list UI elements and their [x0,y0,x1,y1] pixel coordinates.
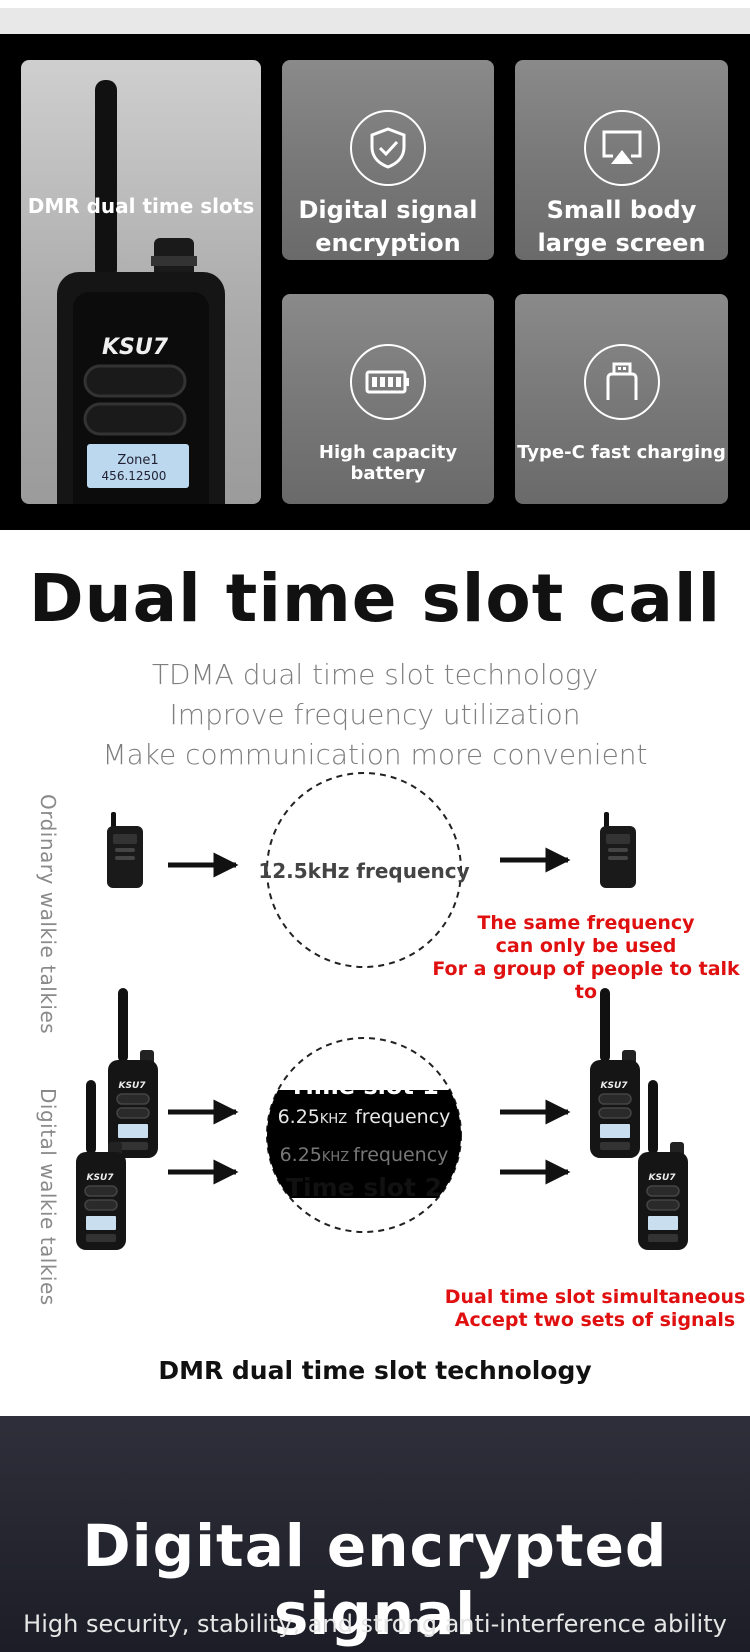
dual-slot-title: Dual time slot call [28,560,722,637]
digital-radio-right-top [589,987,641,1159]
shield-icon [350,110,426,186]
dual-subtitle-2: Improve frequency utilization [169,698,581,731]
screen-label-1: Small body [546,196,697,224]
ordinary-radio-left [107,812,143,888]
ordinary-frequency-text: 12.5kHz frequency [258,859,469,883]
digital-note: Dual time slot simultaneous Accept two s… [440,1286,750,1332]
top-gray-band [0,8,750,34]
digital-note-line-2: Accept two sets of signals [454,1309,736,1331]
ordinary-walkie-label: Ordinary walkie talkies [36,794,60,1035]
encrypted-subtitle: High security, stability, and strong ant… [23,1610,727,1638]
digital-walkie-label: Digital walkie talkies [36,1088,60,1306]
encryption-label-1: Digital signal [298,196,478,224]
slot-diagram: KSU7 12.5kHz frequency Time slot 1 6.25K… [75,772,689,1251]
radio-screen-line1: Zone1 [117,453,158,468]
dual-subtitle-1: TDMA dual time slot technology [151,658,599,691]
screen-tile: Small body large screen [515,60,728,260]
top-strip [0,0,750,34]
dmr-dual-time-slots-label: DMR dual time slots [27,194,255,218]
ordinary-note-line-2: can only be used [495,935,677,957]
time-slot-1-title: Time slot 1 [289,1072,439,1100]
radio-brand-text: KSU7 [102,335,169,360]
encryption-tile: Digital signal encryption [282,60,494,260]
dual-slot-section: Dual time slot call TDMA dual time slot … [0,530,750,1416]
encrypted-title: Digital encrypted signal [82,1512,668,1648]
battery-tile: High capacity battery [282,294,494,504]
radio-feature-tile: KSU7 Zone1 456.12500 DMR dual time slots [21,60,261,504]
feature-section: KSU7 Zone1 456.12500 DMR dual time slots… [0,34,750,530]
encryption-label-2: encryption [315,229,461,257]
ordinary-note-line-1: The same frequency [477,912,695,934]
typec-tile: Type-C fast charging [515,294,728,504]
digital-note-line-1: Dual time slot simultaneous [444,1286,746,1308]
walkie-talkie-image: KSU7 Zone1 456.12500 [57,80,225,504]
battery-icon [350,344,426,420]
encrypted-signal-section: Digital encrypted signal High security, … [0,1416,750,1652]
time-slot-2-title: Time slot 2 [286,1173,442,1202]
dual-subtitle-3: Make communication more convenient [102,738,648,771]
dmr-technology-caption: DMR dual time slot technology [158,1356,592,1385]
digital-radio-left-top [107,987,159,1159]
usb-c-icon [583,344,660,420]
digital-radio-right-bottom [637,1079,689,1251]
ordinary-note-line-3: For a group of people to talk to [432,958,740,1003]
screen-cast-icon [583,110,660,186]
screen-label-2: large screen [537,229,706,257]
ordinary-radio-right [600,812,636,888]
ordinary-frequency-circle [266,772,462,968]
typec-label: Type-C fast charging [517,442,726,463]
radio-screen-line2: 456.12500 [102,469,167,483]
battery-label: High capacity battery [318,442,458,484]
time-slot-1-half [267,1090,461,1198]
ordinary-note: The same frequency can only be used For … [426,912,746,1004]
